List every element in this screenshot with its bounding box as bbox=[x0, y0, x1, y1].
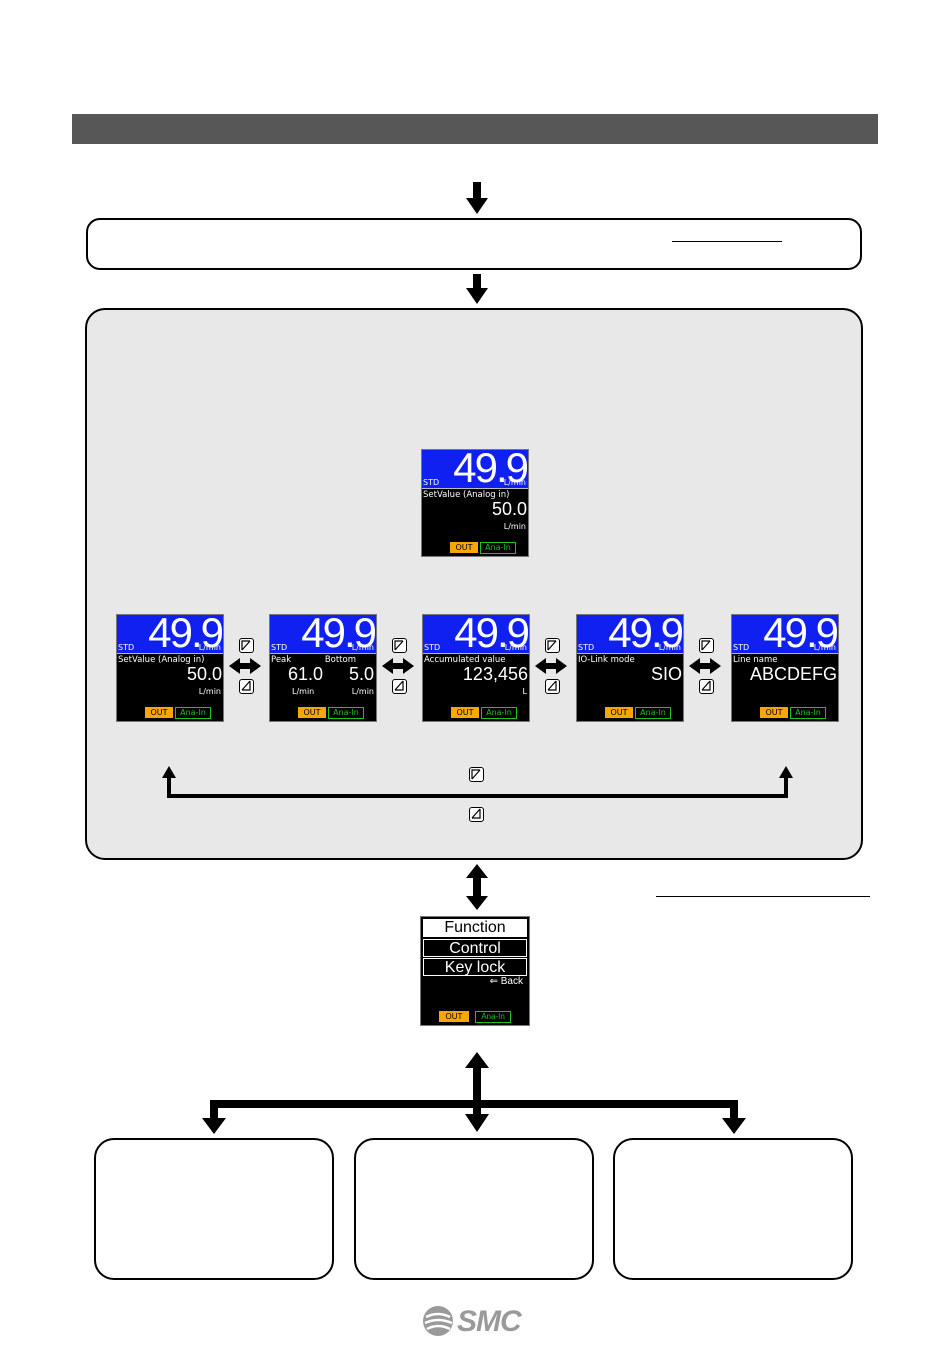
process-value: 49.9 bbox=[301, 614, 376, 656]
ana-in-badge: Ana-In bbox=[175, 707, 211, 719]
ana-in-badge: Ana-In bbox=[328, 707, 364, 719]
ana-in-badge: Ana-In bbox=[475, 1011, 511, 1023]
function-mode-box bbox=[94, 1138, 334, 1280]
unit-label: L/min bbox=[198, 643, 221, 652]
peak-unit: L/min bbox=[292, 687, 315, 696]
down-button-icon bbox=[392, 679, 407, 694]
menu-item-control: Control bbox=[423, 939, 527, 957]
down-button-icon bbox=[545, 679, 560, 694]
out-badge: OUT bbox=[145, 707, 173, 718]
power-on-box bbox=[86, 218, 862, 270]
sub-unit: L bbox=[522, 687, 527, 696]
out-badge: OUT bbox=[760, 707, 788, 718]
sub-value: 123,456 bbox=[462, 664, 528, 684]
out-badge: OUT bbox=[298, 707, 326, 718]
process-value: 49.9 bbox=[453, 449, 528, 491]
double-arrow-horizontal-icon bbox=[229, 658, 261, 674]
ana-in-badge: Ana-In bbox=[635, 707, 671, 719]
arrow-down-icon bbox=[466, 274, 488, 304]
sub-unit: L/min bbox=[503, 522, 526, 531]
sub-label: IO-Link mode bbox=[578, 655, 635, 665]
out-badge: OUT bbox=[439, 1011, 469, 1022]
screen-setvalue: 49.9 STD L/min SetValue (Analog in) 50.0… bbox=[116, 614, 224, 722]
out-badge: OUT bbox=[450, 542, 478, 553]
sub-unit: L/min bbox=[198, 687, 221, 696]
std-label: STD bbox=[271, 643, 288, 652]
menu-item-function: Function bbox=[423, 919, 527, 937]
reference-underline bbox=[656, 896, 870, 897]
bottom-value: 5.0 bbox=[348, 664, 374, 684]
smc-logo: SMC bbox=[422, 1303, 532, 1339]
unit-label: L/min bbox=[813, 643, 836, 652]
sub-value: SIO bbox=[650, 664, 682, 684]
unit-label: L/min bbox=[504, 643, 527, 652]
section-header-bar bbox=[72, 114, 878, 144]
up-button-icon bbox=[239, 638, 254, 653]
process-value: 49.9 bbox=[454, 614, 529, 656]
up-button-icon bbox=[545, 638, 560, 653]
key-lock-box bbox=[613, 1138, 853, 1280]
peak-value: 61.0 bbox=[288, 664, 324, 684]
branch-arrows-icon bbox=[202, 1052, 746, 1134]
smc-emblem-icon bbox=[423, 1306, 453, 1336]
std-label: STD bbox=[578, 643, 595, 652]
main-display-screen: 49.9 STD L/min SetValue (Analog in) 50.0… bbox=[421, 449, 529, 557]
screen-io-link: 49.9 STD L/min IO-Link mode SIO OUT Ana-… bbox=[576, 614, 684, 722]
bottom-label: Bottom bbox=[324, 655, 356, 665]
std-label: STD bbox=[423, 478, 440, 487]
unit-label: L/min bbox=[503, 478, 526, 487]
loop-arrow-icon bbox=[162, 766, 793, 798]
out-badge: OUT bbox=[605, 707, 633, 718]
sub-value: ABCDEFG bbox=[749, 664, 837, 684]
up-button-icon bbox=[469, 767, 484, 782]
process-value: 49.9 bbox=[763, 614, 838, 656]
double-arrow-horizontal-icon bbox=[382, 658, 414, 674]
std-label: STD bbox=[118, 643, 135, 652]
std-label: STD bbox=[424, 643, 441, 652]
ana-in-badge: Ana-In bbox=[481, 707, 517, 719]
unit-label: L/min bbox=[658, 643, 681, 652]
double-arrow-horizontal-icon bbox=[689, 658, 721, 674]
sub-value: 50.0 bbox=[491, 499, 527, 519]
menu-item-key-lock: Key lock bbox=[423, 958, 527, 976]
double-arrow-horizontal-icon bbox=[535, 658, 567, 674]
sub-label: Accumulated value bbox=[424, 655, 506, 665]
up-button-icon bbox=[699, 638, 714, 653]
process-value: 49.9 bbox=[148, 614, 223, 656]
screen-peak-bottom: 49.9 STD L/min Peak Bottom 61.0 5.0 L/mi… bbox=[269, 614, 377, 722]
process-value: 49.9 bbox=[608, 614, 683, 656]
down-button-icon bbox=[239, 679, 254, 694]
smc-logo-text: SMC bbox=[457, 1305, 522, 1338]
unit-label: L/min bbox=[351, 643, 374, 652]
bottom-unit: L/min bbox=[351, 687, 374, 696]
control-mode-box bbox=[354, 1138, 594, 1280]
function-menu-screen: Function Control Key lock ⇐ Back OUT Ana… bbox=[420, 916, 530, 1026]
arrow-down-icon bbox=[466, 182, 488, 214]
sub-value: 50.0 bbox=[186, 664, 222, 684]
peak-label: Peak bbox=[271, 655, 292, 665]
down-button-icon bbox=[469, 807, 484, 822]
out-badge: OUT bbox=[451, 707, 479, 718]
ana-in-badge: Ana-In bbox=[480, 542, 516, 554]
screen-line-name: 49.9 STD L/min Line name ABCDEFG OUT Ana… bbox=[731, 614, 839, 722]
ana-in-badge: Ana-In bbox=[790, 707, 826, 719]
down-button-icon bbox=[699, 679, 714, 694]
up-button-icon bbox=[392, 638, 407, 653]
sub-label: Line name bbox=[733, 655, 778, 665]
sub-label: SetValue (Analog in) bbox=[423, 490, 510, 500]
reference-underline bbox=[672, 241, 782, 242]
std-label: STD bbox=[733, 643, 750, 652]
sub-label: SetValue (Analog in) bbox=[118, 655, 205, 665]
screen-accumulated: 49.9 STD L/min Accumulated value 123,456… bbox=[422, 614, 530, 722]
double-arrow-vertical-icon bbox=[466, 864, 488, 910]
back-label: ⇐ Back bbox=[489, 976, 523, 987]
